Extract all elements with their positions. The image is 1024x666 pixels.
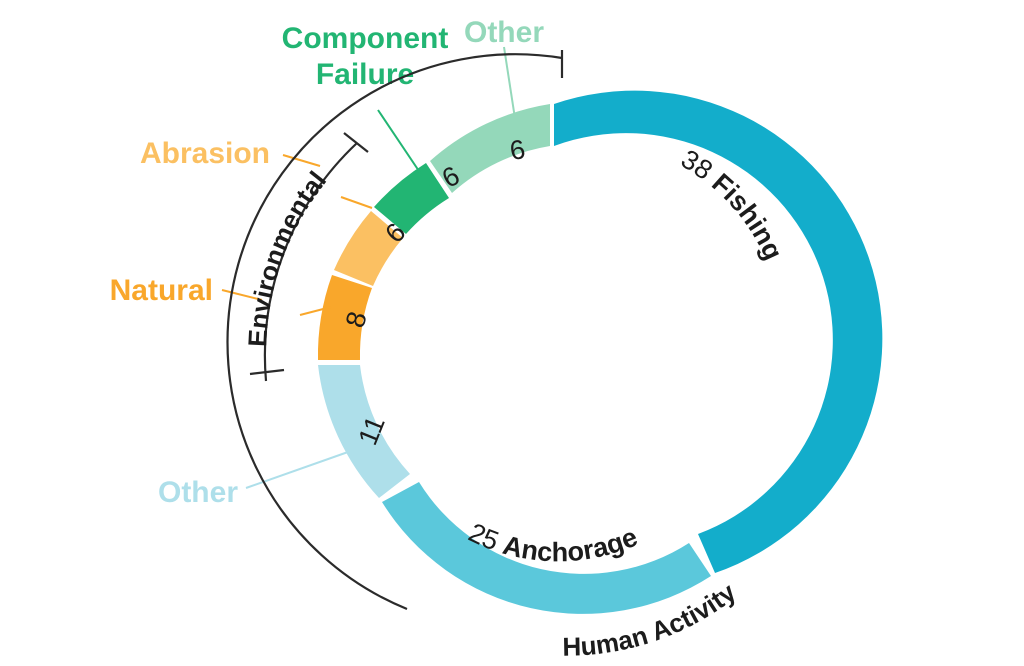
donut-slices [317, 90, 883, 614]
leader-line-abrasion-inner [340, 196, 373, 209]
slice-fishing[interactable] [554, 90, 883, 574]
callout-label-other-green: Other [464, 16, 544, 49]
leader-line-other-green [503, 46, 517, 126]
bracket-tick-environmental-start [249, 368, 285, 376]
group-brackets [226, 50, 564, 611]
slice-component-other[interactable] [430, 104, 550, 193]
leader-line-component-failure [377, 109, 430, 187]
slice-natural[interactable] [317, 275, 372, 360]
slice-name-anchorage: Anchorage [500, 522, 642, 568]
slice-abrasion[interactable] [334, 211, 403, 286]
group-label-environmental: Environmental [242, 165, 332, 347]
bracket-human-activity [226, 53, 563, 611]
leader-line-natural-inner [299, 306, 332, 316]
callout-label-abrasion: Abrasion [140, 137, 270, 170]
callout-label-component-failure-line2: Failure [316, 58, 414, 91]
bracket-tick-environmental-end [343, 132, 369, 153]
callout-label-component-failure-line1: Component [282, 22, 449, 55]
callout-label-other-blue: Other [158, 476, 238, 509]
leader-line-abrasion [282, 154, 321, 167]
slice-anchorage[interactable] [382, 482, 711, 614]
callout-label-natural: Natural [110, 274, 213, 307]
slice-component-failure[interactable] [374, 163, 449, 234]
leader-line-other-blue [245, 451, 349, 489]
slice-human-other[interactable] [318, 365, 410, 498]
callout-labels: Component Failure Other Abrasion Natural… [110, 16, 545, 509]
leader-line-natural [221, 289, 263, 301]
slice-value-component-other: 6 [507, 134, 527, 166]
bracket-environmental [263, 142, 358, 382]
